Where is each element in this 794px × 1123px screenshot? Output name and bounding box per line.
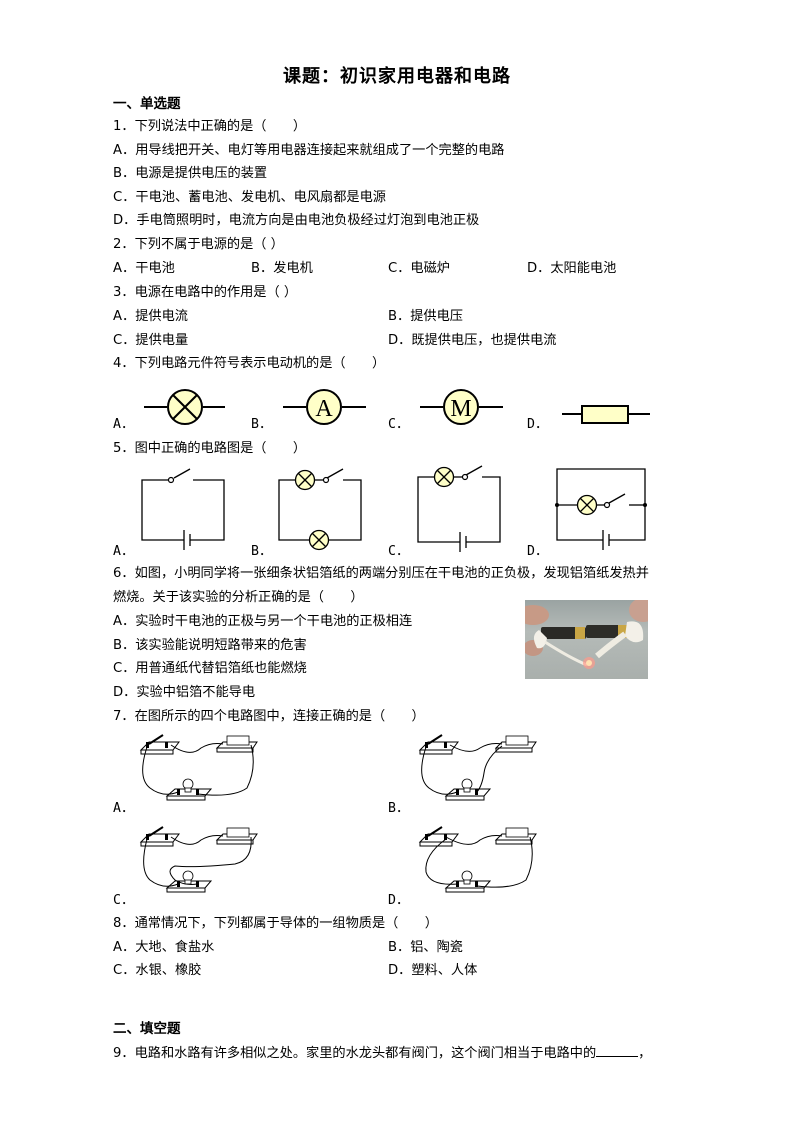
- physical-circuit-b-icon: [418, 734, 537, 801]
- question-2-option-d[interactable]: D．太阳能电池: [527, 261, 617, 276]
- question-8-option-b[interactable]: B．铝、陶瓷: [388, 940, 463, 955]
- question-1-option-c[interactable]: C．干电池、蓄电池、发电机、电风扇都是电源: [113, 190, 386, 205]
- question-7-label-c[interactable]: C．: [113, 893, 135, 908]
- ammeter-symbol-icon: A: [283, 389, 366, 425]
- question-6-stem-line-1: 6．如图，小明同学将一张细条状铝箔纸的两端分别压在干电池的正负极，发现铝箔纸发热…: [113, 566, 649, 581]
- question-6-stem-line-2: 燃烧。关于该实验的分析正确的是（ ）: [113, 590, 364, 605]
- question-1-stem: 1．下列说法中正确的是（ ）: [113, 119, 307, 134]
- question-5-label-a[interactable]: A．: [113, 544, 135, 559]
- circuit-diagram-c-icon: [417, 465, 501, 552]
- question-6-option-d[interactable]: D．实验中铝箔不能导电: [113, 685, 256, 700]
- question-6-option-a[interactable]: A．实验时干电池的正极与另一个干电池的正极相连: [113, 614, 413, 629]
- question-5-label-d[interactable]: D．: [527, 544, 549, 559]
- question-7-label-a[interactable]: A．: [113, 801, 135, 816]
- question-1-option-b[interactable]: B．电源是提供电压的装置: [113, 166, 268, 181]
- question-2-stem: 2．下列不属于电源的是（ ）: [113, 237, 284, 252]
- svg-text:M: M: [450, 396, 471, 422]
- question-1-option-a[interactable]: A．用导线把开关、电灯等用电器连接起来就组成了一个完整的电路: [113, 143, 505, 158]
- motor-symbol-icon: M: [420, 389, 503, 425]
- question-6-option-b[interactable]: B．该实验能说明短路带来的危害: [113, 638, 307, 653]
- resistor-symbol-icon: [562, 405, 650, 424]
- question-4-label-a[interactable]: A．: [113, 417, 135, 432]
- physical-circuit-a-icon: [139, 734, 258, 801]
- question-5-label-c[interactable]: C．: [388, 544, 410, 559]
- question-8-option-c[interactable]: C．水银、橡胶: [113, 963, 202, 978]
- question-7-label-b[interactable]: B．: [388, 801, 410, 816]
- question-8-option-a[interactable]: A．大地、食盐水: [113, 940, 215, 955]
- lamp-symbol-icon: [144, 389, 225, 425]
- battery-foil-experiment-photo: [525, 600, 648, 679]
- question-5-label-b[interactable]: B．: [251, 544, 273, 559]
- answer-blank[interactable]: [596, 1044, 639, 1057]
- question-3-option-d[interactable]: D．既提供电压，也提供电流: [388, 333, 557, 348]
- page-title: 课题：初识家用电器和电路: [283, 66, 511, 87]
- question-2-option-b[interactable]: B．发电机: [251, 261, 313, 276]
- question-7-stem: 7．在图所示的四个电路图中，连接正确的是（ ）: [113, 709, 425, 724]
- question-1-option-d[interactable]: D．手电筒照明时，电流方向是由电池负极经过灯泡到电池正极: [113, 213, 480, 228]
- svg-text:A: A: [315, 396, 333, 422]
- question-2-option-a[interactable]: A．干电池: [113, 261, 175, 276]
- section-heading-single-choice: 一、单选题: [113, 96, 181, 112]
- physical-circuit-c-icon: [139, 826, 258, 893]
- question-9-text-end: ，: [638, 1046, 652, 1061]
- question-3-stem: 3．电源在电路中的作用是（ ）: [113, 285, 298, 300]
- circuit-diagram-b-icon: [278, 468, 362, 551]
- section-heading-fill-in: 二、填空题: [113, 1021, 181, 1037]
- circuit-diagram-a-icon: [141, 468, 225, 550]
- question-3-option-b[interactable]: B．提供电压: [388, 309, 463, 324]
- question-8-stem: 8．通常情况下，下列都属于导体的一组物质是（ ）: [113, 916, 438, 931]
- question-8-option-d[interactable]: D．塑料、人体: [388, 963, 478, 978]
- question-4-stem: 4．下列电路元件符号表示电动机的是（ ）: [113, 356, 386, 371]
- question-6-option-c[interactable]: C．用普通纸代替铝箔纸也能燃烧: [113, 661, 307, 676]
- circuit-diagram-d-icon: [555, 468, 647, 550]
- question-9-text: 9．电路和水路有许多相似之处。家里的水龙头都有阀门，这个阀门相当于电路中的: [113, 1046, 597, 1061]
- experiment-photo-illustration-icon: [525, 600, 648, 669]
- physical-circuit-d-icon: [418, 826, 537, 893]
- question-4-label-d[interactable]: D．: [527, 417, 549, 432]
- question-4-label-b[interactable]: B．: [251, 417, 273, 432]
- question-9-stem: 9．电路和水路有许多相似之处。家里的水龙头都有阀门，这个阀门相当于电路中的 ，: [113, 1044, 651, 1063]
- question-3-option-c[interactable]: C．提供电量: [113, 333, 189, 348]
- question-5-stem: 5．图中正确的电路图是（ ）: [113, 441, 307, 456]
- question-4-label-c[interactable]: C．: [388, 417, 410, 432]
- question-2-option-c[interactable]: C．电磁炉: [388, 261, 450, 276]
- question-7-label-d[interactable]: D．: [388, 893, 410, 908]
- question-3-option-a[interactable]: A．提供电流: [113, 309, 188, 324]
